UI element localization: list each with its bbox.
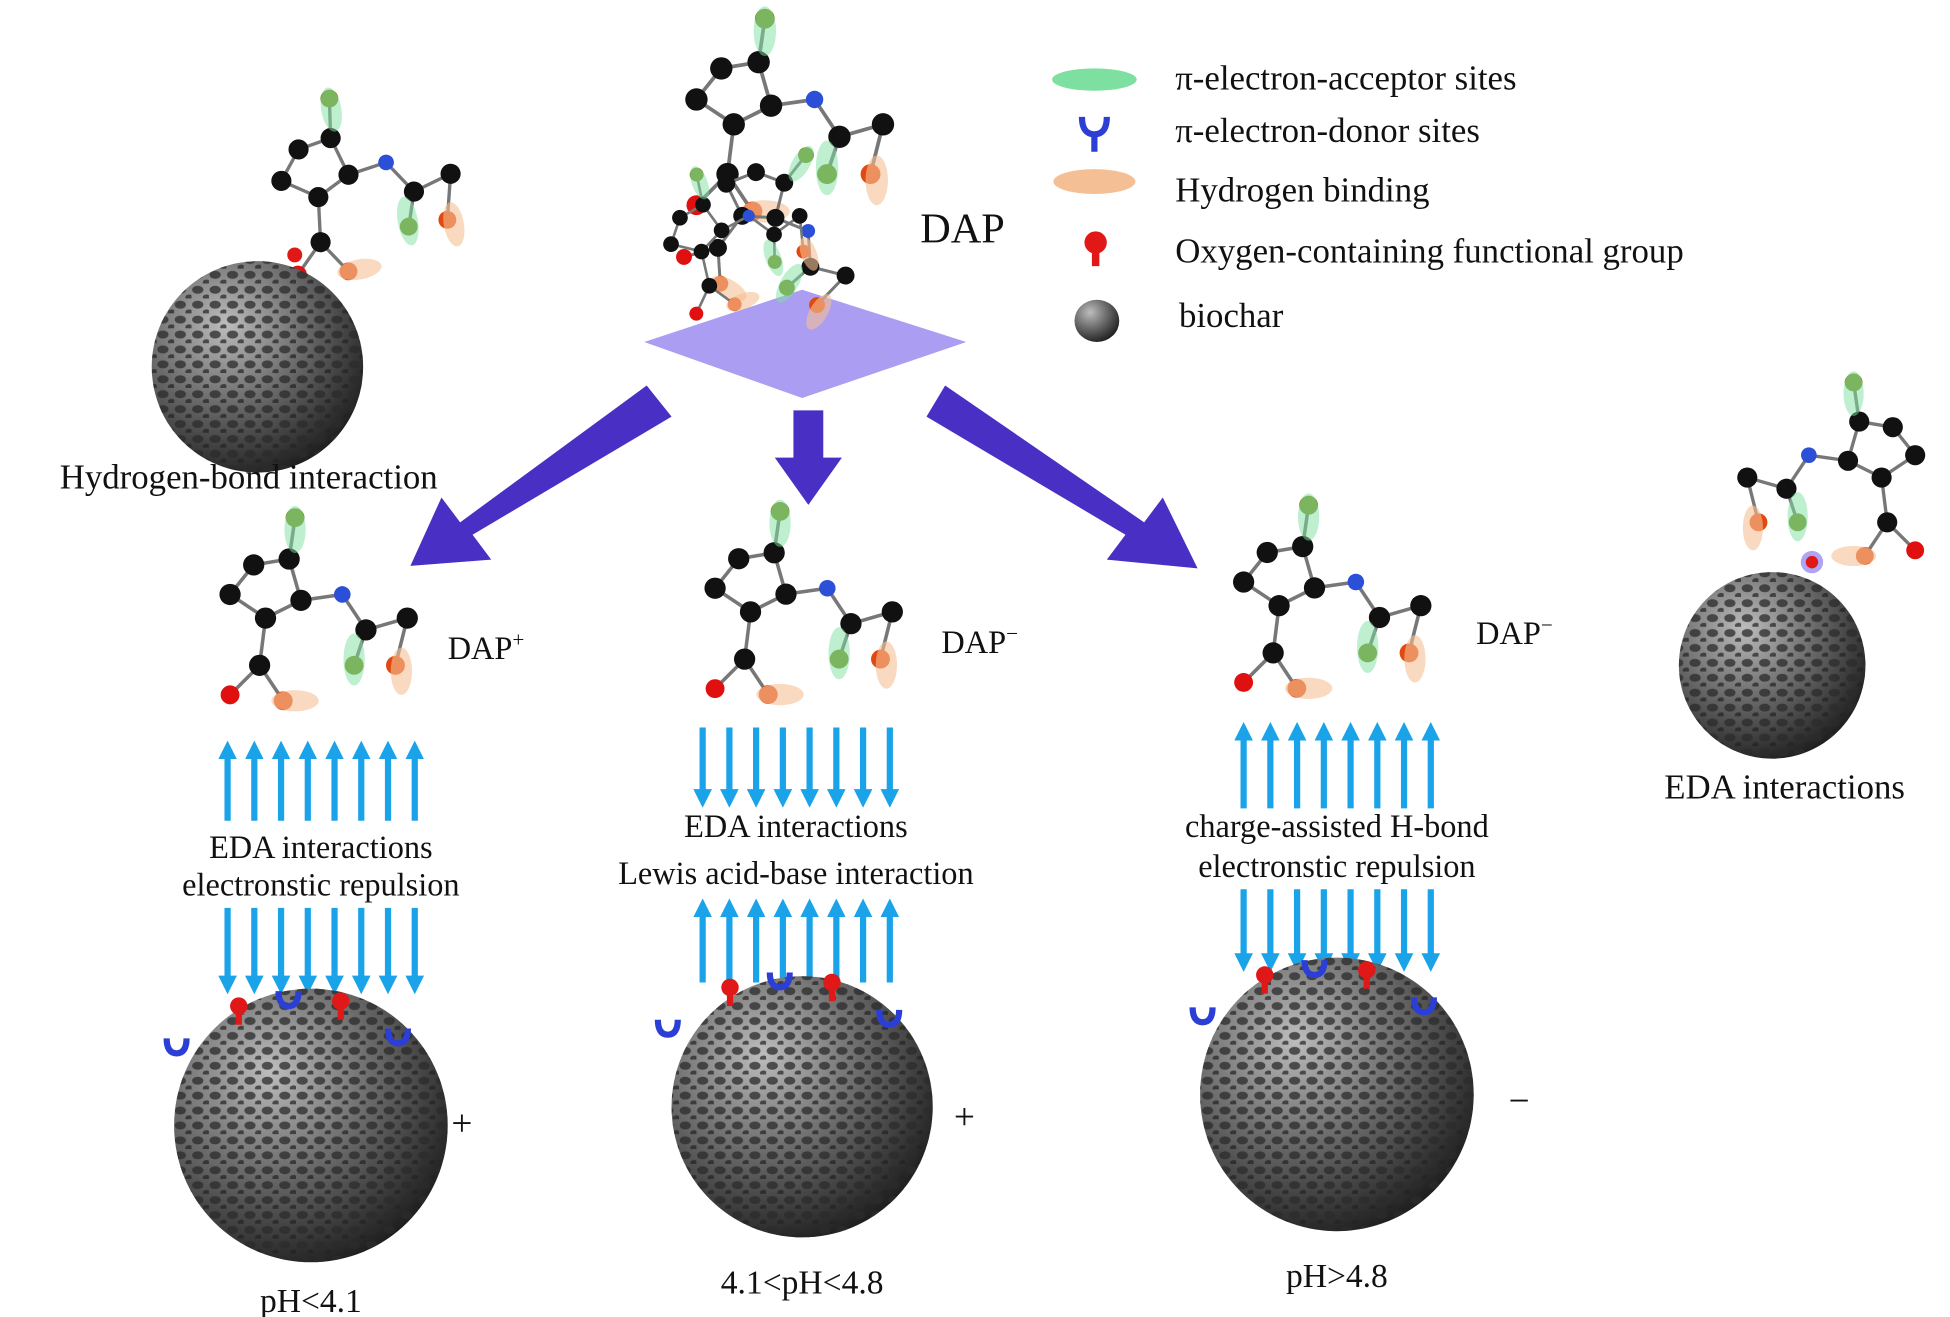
oxygen-group-icon [1084,231,1107,254]
legend-oxygen: Oxygen-containing functional group [1175,231,1684,270]
legend-donor: π-electron-donor sites [1175,111,1480,150]
hydrogen-bond-panel: Hydrogen-bond interaction [60,65,478,497]
interaction-text-2: Lewis acid-base interaction [618,855,973,891]
surface-charge: + [451,1103,472,1144]
surface-charge: + [954,1097,975,1138]
hydrogen-binding-icon [1053,169,1136,195]
donor-site-icon [275,991,302,1010]
dap-center: DAP [640,4,1005,398]
arrow-left [410,385,672,566]
dap-molecule [217,504,420,714]
arrow-down [774,410,842,505]
dap-molecule [683,4,897,225]
oxygen-group-icon [721,978,739,997]
biochar-pores [1200,957,1474,1232]
column-3: DAP− charge-assisted H-bond electronstic r… [1185,491,1553,1295]
donor-site-icon [1410,997,1438,1016]
interaction-text-1: EDA interactions [209,829,433,865]
dap-molecule [1735,369,1927,568]
surface-charge: − [1509,1081,1530,1122]
species-label: DAP+ [448,628,525,666]
donor-site-icon [1189,1007,1216,1026]
interaction-text-1: EDA interactions [684,808,908,844]
dap-molecule [702,497,905,707]
big-arrows [410,385,1198,569]
legend-acceptor: π-electron-acceptor sites [1175,59,1516,98]
eda-label: EDA interactions [1664,767,1905,806]
interaction-text-2: electronstic repulsion [182,866,459,902]
legend: π-electron-acceptor sites π-electron-don… [1052,59,1684,342]
oxygen-group-icon [332,992,350,1010]
ph-label: pH>4.8 [1286,1258,1388,1295]
species-label: DAP− [1476,613,1553,651]
biochar-pores [151,261,364,473]
biochar-pores [671,976,933,1238]
hydrogen-bond-label: Hydrogen-bond interaction [60,458,438,497]
biochar-pores [174,988,448,1263]
legend-hbond: Hydrogen binding [1175,170,1429,209]
species-label: DAP− [941,621,1018,659]
oxygen-group-icon [1256,966,1274,984]
biochar-icon [1074,299,1120,342]
oxygen-group-icon [823,973,841,992]
eda-panel: EDA interactions [1664,369,1927,806]
oxygen-group-icon [1358,961,1376,979]
donor-site-icon [1078,116,1110,152]
oxygen-group-icon [287,247,303,263]
dap-molecule [1231,491,1434,701]
donor-site-icon [876,1009,903,1028]
dap-label: DAP [920,206,1005,253]
donor-site-icon [766,972,793,991]
oxygen-group-icon [230,997,248,1015]
donor-site-icon [163,1038,190,1057]
acceptor-site-icon [1052,68,1137,91]
plane-diamond [644,289,967,398]
interaction-text-2: electronstic repulsion [1198,848,1475,884]
ph-label: pH<4.1 [260,1283,362,1317]
interaction-text-1: charge-assisted H-bond [1185,808,1489,844]
legend-biochar: biochar [1179,296,1284,335]
arrow-right [926,385,1198,569]
donor-site-icon [654,1019,681,1038]
ph-label: 4.1<pH<4.8 [721,1264,884,1301]
donor-site-icon [384,1028,412,1047]
donor-site-icon [1301,959,1328,979]
